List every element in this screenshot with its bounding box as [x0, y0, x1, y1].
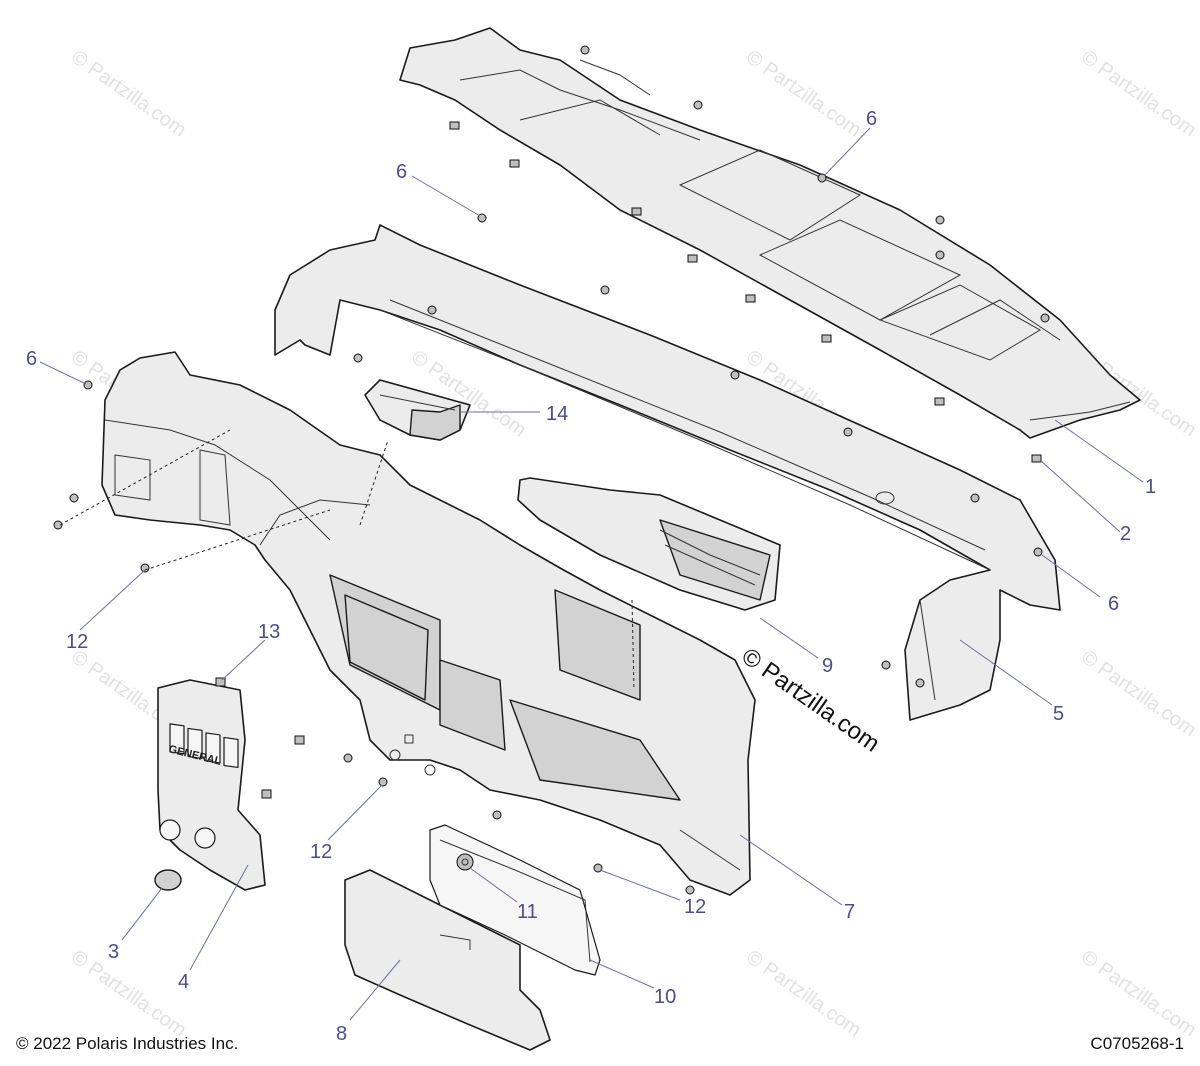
callout-12-right: 12	[684, 896, 706, 918]
callout-14: 14	[546, 403, 568, 425]
callout-11: 11	[517, 901, 538, 923]
fastener-6	[693, 100, 703, 110]
callout-6-mid: 6	[396, 161, 407, 183]
fastener-6	[1033, 547, 1043, 557]
callout-7: 7	[844, 901, 855, 923]
fastener-6	[843, 427, 853, 437]
callout-13: 13	[258, 621, 280, 643]
part-14-storage-tray	[364, 379, 471, 441]
fastener-6	[83, 380, 93, 390]
watermark: © Partzilla.com	[742, 46, 865, 141]
fastener-12	[140, 563, 150, 573]
clip-2	[631, 207, 642, 216]
part-3-cap	[154, 869, 182, 891]
fastener-6	[915, 678, 925, 688]
callout-6-right: 6	[1108, 593, 1119, 615]
clip-2	[1031, 454, 1042, 463]
clip-13	[261, 789, 272, 799]
clip-2	[745, 294, 756, 303]
fastener-12	[69, 493, 79, 503]
callout-9: 9	[822, 655, 833, 677]
watermark: © Partzilla.com	[742, 946, 865, 1041]
fastener-12	[53, 520, 63, 530]
watermark: © Partzilla.com	[67, 46, 190, 141]
callout-12-mid: 12	[310, 841, 332, 863]
drawing-number: C0705268-1	[1090, 1034, 1184, 1053]
fastener-6	[353, 353, 363, 363]
part-11-grommet	[456, 853, 474, 871]
fastener-6	[970, 493, 980, 503]
fastener-6	[427, 305, 437, 315]
fastener-12	[881, 660, 891, 670]
fastener-12	[343, 753, 353, 763]
copyright-notice: © 2022 Polaris Industries Inc.	[16, 1034, 239, 1053]
clip-2	[509, 159, 520, 168]
clip-13	[215, 677, 226, 687]
fastener-6	[600, 285, 610, 295]
watermark-main: © Partzilla.com	[737, 643, 885, 758]
callout-2: 2	[1120, 523, 1131, 545]
callout-1: 1	[1145, 476, 1156, 498]
watermark: © Partzilla.com	[1077, 646, 1200, 741]
clip-13	[294, 735, 305, 745]
watermark: © Partzilla.com	[1077, 46, 1200, 141]
watermark: © Partzilla.com	[1077, 946, 1200, 1041]
clip-2	[821, 334, 832, 343]
fastener-12	[685, 885, 695, 895]
callout-12-left: 12	[66, 631, 88, 653]
fastener-12	[492, 810, 502, 820]
fastener-12	[378, 777, 388, 787]
fastener-6	[935, 215, 945, 225]
callout-10: 10	[654, 986, 676, 1008]
fastener-6	[817, 173, 827, 183]
watermark: © Partzilla.com	[67, 946, 190, 1041]
callout-4: 4	[178, 971, 189, 993]
fastener-6	[580, 45, 590, 55]
callouts: 1 2 3 4 5 6 6 6 6 7 8 9 10 11 12 12 12 1…	[26, 108, 1156, 1045]
fastener-6	[935, 250, 945, 260]
fastener-6	[730, 370, 740, 380]
callout-6-top: 6	[866, 108, 877, 130]
clip-2	[687, 254, 698, 263]
fasteners	[53, 45, 1050, 895]
part-9-long-storage-tray	[517, 477, 781, 611]
part-4-switch-bezel: GENERAL	[157, 679, 266, 891]
callout-3: 3	[108, 941, 119, 963]
leader-lines	[39, 127, 1144, 1021]
fastener-6	[1040, 313, 1050, 323]
callout-8: 8	[336, 1023, 347, 1045]
clip-2	[449, 121, 460, 130]
part-7-main-dashboard	[101, 351, 756, 896]
callout-5: 5	[1053, 703, 1064, 725]
alignment-lines	[59, 429, 635, 691]
clip-2	[934, 397, 945, 406]
callout-6-left: 6	[26, 348, 37, 370]
part-5-dash-support-beam	[274, 224, 1061, 721]
part-1-dash-top-panel	[399, 27, 1141, 439]
